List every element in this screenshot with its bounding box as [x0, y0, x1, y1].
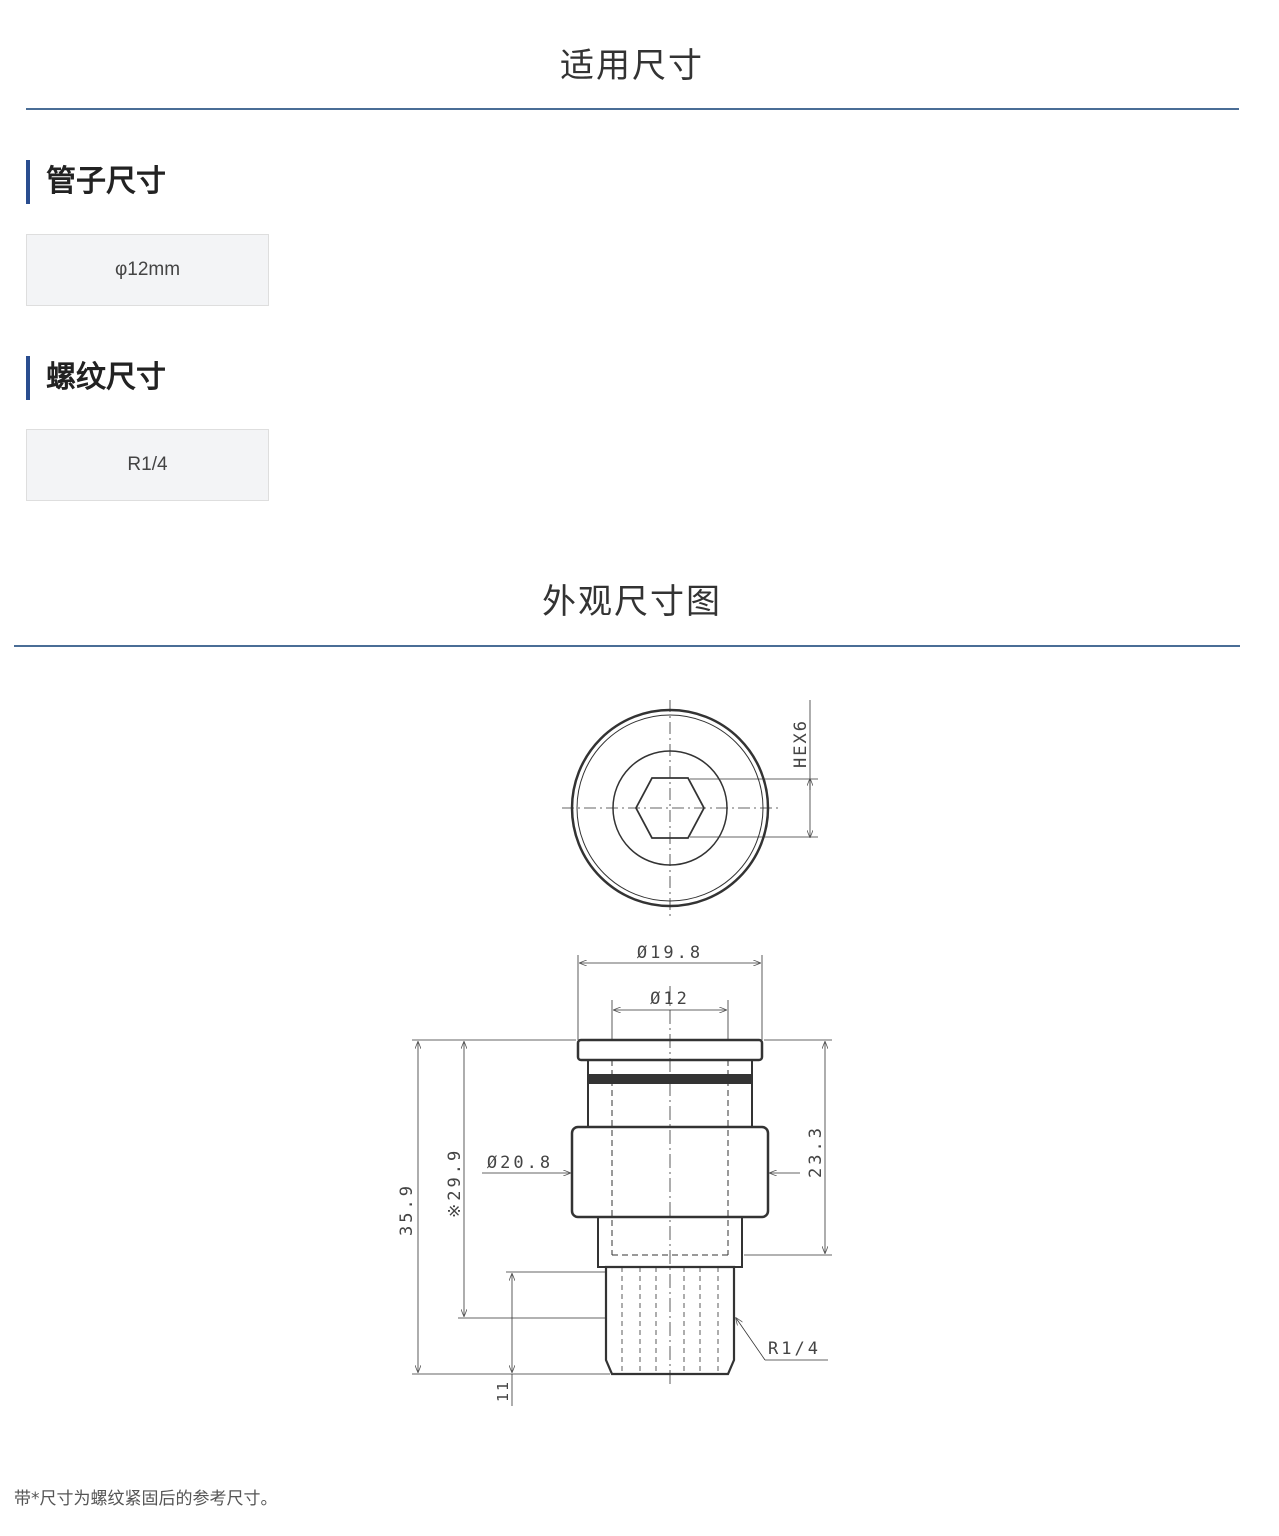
front-view: [412, 955, 832, 1406]
section-title-dimension-drawing: 外观尺寸图: [542, 582, 722, 622]
total-length-label: 35.9: [397, 1183, 417, 1236]
ref-length-label: ※29.9: [445, 1148, 465, 1218]
tube-size-value: φ12mm: [114, 259, 181, 280]
body-diameter-label: Ø20.8: [487, 1153, 553, 1173]
section-title-applicable-size: 适用尺寸: [560, 46, 704, 86]
tube-size-option[interactable]: φ12mm: [26, 234, 269, 306]
thread-label: R1/4: [768, 1339, 821, 1359]
thread-length-label: 11: [494, 1380, 512, 1402]
thread-size-heading: 螺纹尺寸: [26, 356, 166, 400]
outer-diameter-label: Ø19.8: [637, 943, 703, 963]
dimension-drawing: HEX6: [397, 700, 832, 1406]
tube-diameter-label: Ø12: [650, 989, 690, 1009]
footnote: 带*尺寸为螺纹紧固后的参考尺寸。: [14, 1489, 278, 1509]
section-divider-2: [14, 645, 1240, 647]
thread-size-value: R1/4: [127, 454, 168, 475]
thread-size-option[interactable]: R1/4: [26, 429, 269, 501]
body-height-label: 23.3: [806, 1125, 826, 1178]
top-view: [562, 700, 818, 916]
hex-label: HEX6: [791, 719, 811, 768]
tube-size-heading: 管子尺寸: [26, 160, 166, 204]
section-divider: [26, 108, 1239, 110]
